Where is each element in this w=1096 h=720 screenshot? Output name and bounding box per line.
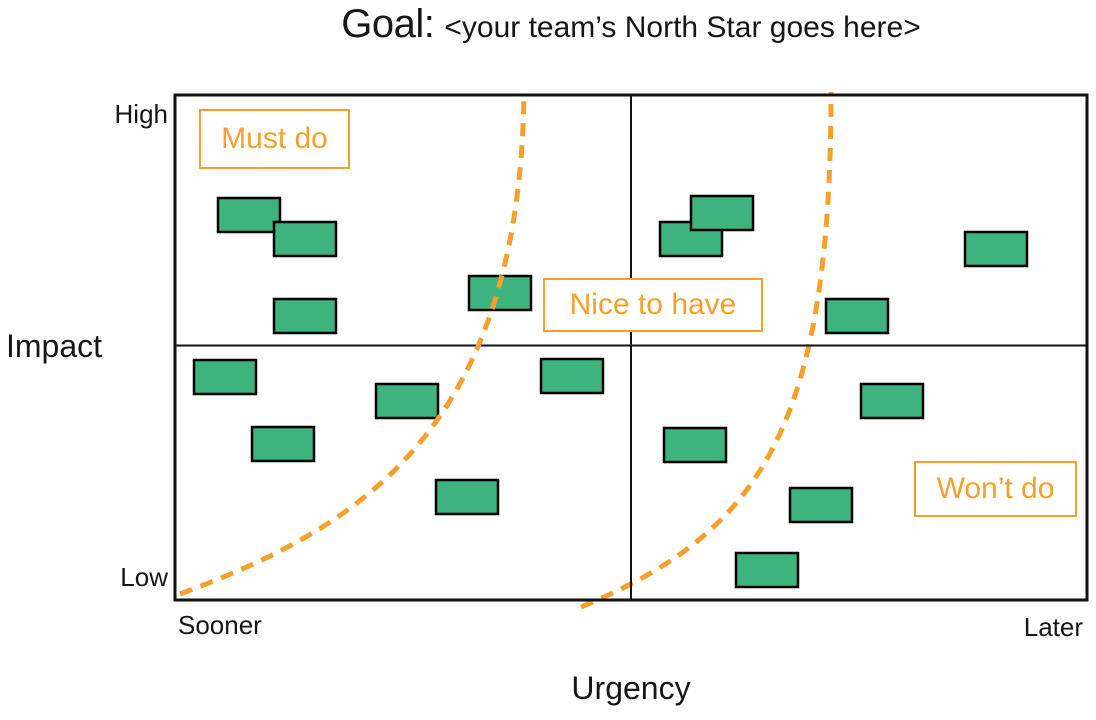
sticky-note[interactable]: [272, 220, 338, 258]
dashed-curve-left: [179, 91, 527, 597]
sticky-note[interactable]: [539, 357, 605, 395]
sticky-note[interactable]: [963, 230, 1029, 268]
sticky-note[interactable]: [434, 478, 500, 516]
y-axis-low-label: Low: [120, 562, 168, 592]
sticky-note[interactable]: [374, 382, 440, 420]
quadrant-label-must-do: Must do: [199, 109, 350, 169]
sticky-note[interactable]: [272, 297, 338, 335]
sticky-note[interactable]: [192, 358, 258, 396]
sticky-note[interactable]: [216, 196, 282, 234]
sticky-note[interactable]: [824, 297, 890, 335]
sticky-note[interactable]: [689, 194, 755, 232]
sticky-note[interactable]: [859, 382, 925, 420]
dashed-curve-right: [580, 91, 834, 610]
sticky-note[interactable]: [250, 425, 316, 463]
sticky-notes-layer: [192, 194, 1029, 589]
matrix-frame: [173, 93, 1089, 602]
quadrant-label-nice-to-have: Nice to have: [543, 278, 763, 332]
goal-placeholder-text: <your team’s North Star goes here>: [444, 11, 921, 44]
goal-label: Goal:: [341, 2, 435, 46]
sticky-note[interactable]: [662, 426, 728, 464]
x-axis-later-label: Later: [1023, 612, 1083, 642]
x-axis-sooner-label: Sooner: [178, 610, 262, 640]
y-axis-title: Impact: [6, 328, 103, 364]
quadrant-label-wont-do: Won’t do: [914, 461, 1077, 517]
sticky-note[interactable]: [788, 486, 854, 524]
page-title: Goal: <your team’s North Star goes here>: [175, 2, 1087, 47]
y-axis-high-label: High: [114, 99, 168, 129]
sticky-note[interactable]: [734, 551, 800, 589]
x-axis-title: Urgency: [571, 670, 691, 706]
